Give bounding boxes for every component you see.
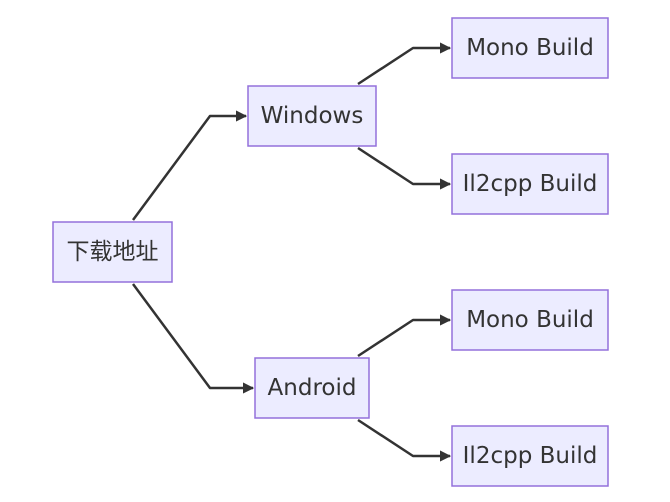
node-android-il2cpp-label: Il2cpp Build: [463, 443, 598, 469]
node-windows-mono-box: [451, 17, 609, 79]
edge-windows-to-il2cpp: [357, 146, 452, 190]
node-root-box: [52, 221, 173, 283]
node-root-label: 下载地址: [67, 239, 159, 265]
node-windows-il2cpp-label: Il2cpp Build: [463, 171, 598, 197]
node-windows-mono: Mono Build: [451, 17, 609, 79]
node-windows-il2cpp: Il2cpp Build: [451, 153, 609, 215]
node-root: 下载地址: [52, 221, 173, 283]
node-android-label: Android: [268, 375, 357, 401]
edge-root-to-windows: [131, 110, 248, 221]
node-windows-label: Windows: [261, 103, 364, 129]
edge-root-to-android: [131, 283, 255, 394]
edges: [131, 42, 452, 462]
node-android-il2cpp-box: [451, 425, 609, 487]
edge-android-to-mono: [357, 314, 452, 358]
node-android-mono: Mono Build: [451, 289, 609, 351]
node-android-box: [254, 357, 370, 419]
node-android: Android: [254, 357, 370, 419]
node-android-il2cpp: Il2cpp Build: [451, 425, 609, 487]
node-windows-mono-label: Mono Build: [466, 35, 594, 61]
edge-android-to-il2cpp: [357, 418, 452, 462]
node-windows-box: [247, 85, 377, 147]
node-android-mono-label: Mono Build: [466, 307, 594, 333]
node-windows: Windows: [247, 85, 377, 147]
node-android-mono-box: [451, 289, 609, 351]
edge-windows-to-mono: [357, 42, 452, 86]
node-windows-il2cpp-box: [451, 153, 609, 215]
